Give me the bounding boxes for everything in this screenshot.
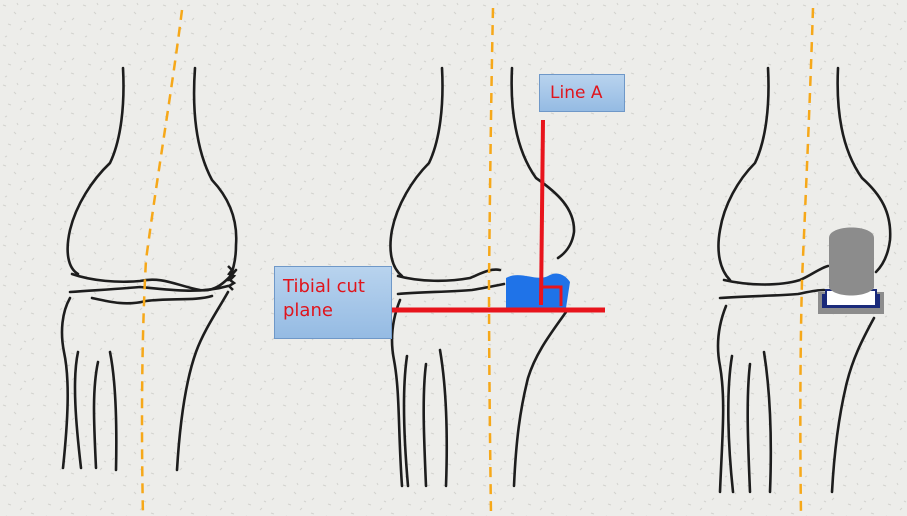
femoral-component bbox=[829, 228, 874, 296]
line-a-label: Line A bbox=[539, 74, 625, 112]
tibial-cut-plane-label: Tibial cut plane bbox=[274, 266, 392, 339]
line-a bbox=[541, 120, 543, 305]
